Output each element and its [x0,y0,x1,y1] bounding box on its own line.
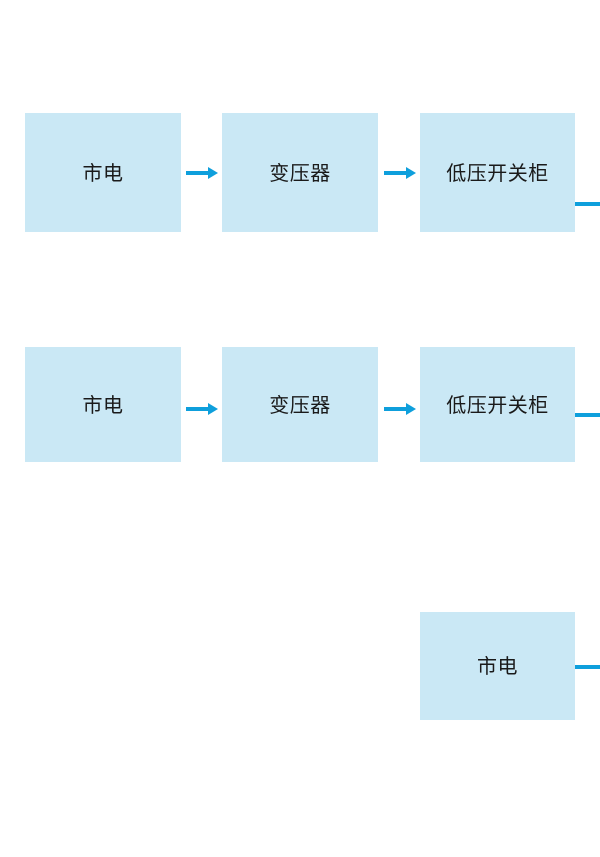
process-node-utility-power-row1[interactable]: 市电 [25,113,181,232]
arrow-connector-row2-2 [384,403,416,415]
arrow-connector-row2-1 [186,403,218,415]
arrow-shaft [384,171,407,175]
process-node-utility-power-row2[interactable]: 市电 [25,347,181,462]
node-label: 低压开关柜 [446,160,549,185]
arrow-shaft [186,171,209,175]
node-label: 变压器 [269,160,331,185]
process-node-transformer-row2[interactable]: 变压器 [222,347,378,462]
node-label: 低压开关柜 [446,392,549,417]
node-label: 市电 [82,160,124,185]
arrow-head-icon [406,167,416,179]
arrow-connector-row1-1 [186,167,218,179]
arrow-shaft [186,407,209,411]
process-node-transformer-row1[interactable]: 变压器 [222,113,378,232]
trailing-connector-row3 [575,665,600,669]
trailing-connector-row2 [575,413,600,417]
process-node-lv-switchgear-row1[interactable]: 低压开关柜 [420,113,575,232]
process-node-lv-switchgear-row2[interactable]: 低压开关柜 [420,347,575,462]
arrow-head-icon [208,167,218,179]
trailing-connector-row1 [575,202,600,206]
arrow-connector-row1-2 [384,167,416,179]
arrow-head-icon [406,403,416,415]
node-label: 变压器 [269,392,331,417]
process-node-utility-power-row3[interactable]: 市电 [420,612,575,720]
arrow-head-icon [208,403,218,415]
node-label: 市电 [82,392,124,417]
node-label: 市电 [477,654,518,678]
arrow-shaft [384,407,407,411]
